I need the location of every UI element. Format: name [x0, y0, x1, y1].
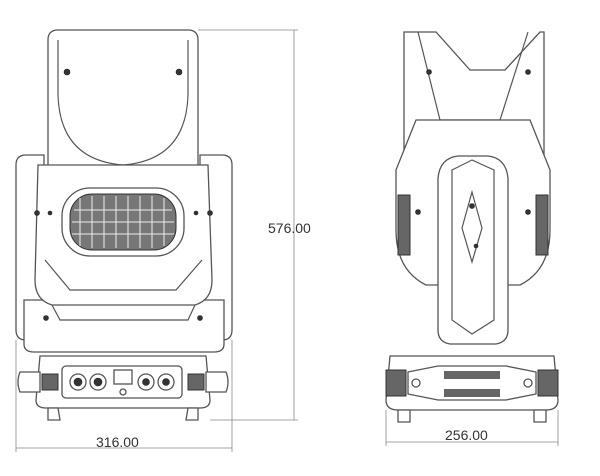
front-width-dimension-label: 316.00 — [96, 434, 139, 450]
front-base-vent-right — [187, 373, 205, 391]
side-vent-right — [535, 194, 549, 256]
front-base-right-handle — [205, 371, 229, 393]
front-base-display — [113, 369, 133, 385]
front-width-dimension — [15, 340, 233, 452]
height-dimension-label: 576.00 — [268, 220, 311, 236]
front-yoke-base — [23, 299, 225, 353]
front-height-dimension — [198, 29, 298, 421]
side-width-dimension — [385, 410, 559, 446]
side-view — [385, 31, 559, 446]
side-diamond-emblem — [461, 189, 483, 265]
side-width-dimension-label: 256.00 — [445, 427, 488, 443]
front-head-top-panel — [47, 29, 199, 181]
front-base-left-handle — [17, 371, 41, 393]
front-view — [15, 29, 298, 452]
front-base-vent-left — [41, 373, 59, 391]
side-vent-left — [397, 194, 411, 256]
side-yoke-arm — [437, 155, 509, 345]
front-led-grid — [72, 196, 174, 248]
